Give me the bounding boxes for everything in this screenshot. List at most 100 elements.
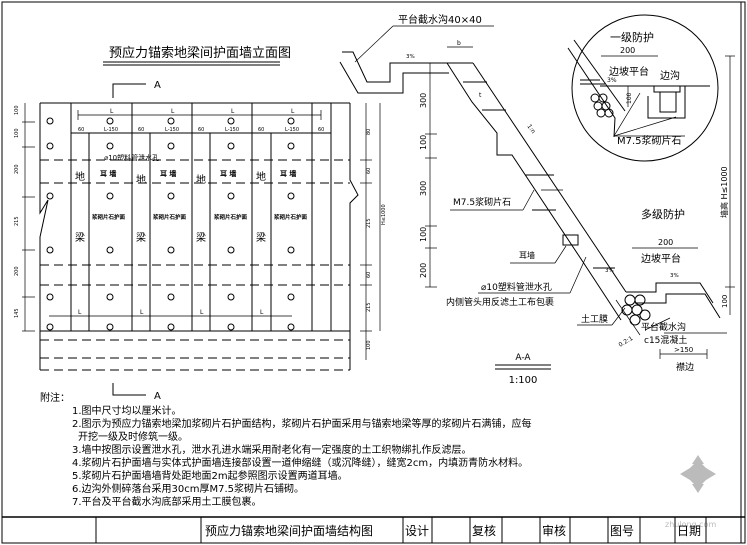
svg-text:300: 300 — [419, 181, 428, 196]
svg-text:地: 地 — [196, 173, 206, 186]
svg-text:t: t — [479, 92, 482, 99]
svg-text:200: 200 — [419, 263, 428, 278]
svg-text:L: L — [200, 309, 204, 316]
svg-text:60: 60 — [318, 127, 324, 133]
svg-text:耳 墙: 耳 墙 — [160, 169, 176, 178]
note-item: 2.图示为预应力锚索地梁加浆砌片石护面结构，浆砌片石护面采用与锚索地梁等厚的浆砌… — [72, 419, 532, 430]
section-title: A-A — [515, 353, 531, 363]
wall-left-edge — [39, 103, 49, 331]
svg-text:L-150: L-150 — [285, 127, 299, 133]
svg-text:L: L — [171, 108, 175, 115]
drawing-number-label: 图号 — [610, 524, 635, 538]
svg-text:L: L — [291, 108, 295, 115]
svg-text:边坡平台: 边坡平台 — [641, 252, 681, 265]
svg-text:浆砌片石护面: 浆砌片石护面 — [91, 213, 126, 221]
note-item: 4.浆砌片石护面墙与实体式护面墙连接部设置一道伸缩缝（或沉降缝），缝宽2cm，内… — [72, 458, 529, 469]
svg-text:>150: >150 — [674, 346, 693, 354]
svg-text:土工膜: 土工膜 — [581, 313, 608, 325]
drain-pipe-label-section: ⌀10塑料管泄水孔 — [481, 281, 552, 293]
section-marker-top — [112, 83, 146, 98]
svg-text:浆砌片石护面: 浆砌片石护面 — [152, 213, 187, 221]
svg-text:3%: 3% — [406, 54, 415, 60]
detail-circle: 一级防护 200 边坡平台 边沟 3% 100 M7.5浆砌片石 — [567, 14, 719, 162]
section-marker-bottom-label: A — [154, 391, 161, 402]
svg-text:200: 200 — [658, 238, 673, 247]
elevation-view: 预应力锚索地梁间护面墙立面图 A A — [14, 45, 387, 402]
svg-text:耳 墙: 耳 墙 — [220, 169, 236, 178]
svg-text:L-150: L-150 — [225, 127, 239, 133]
notes-heading: 附注： — [40, 393, 70, 404]
slope-inner — [446, 62, 584, 263]
svg-text:梁: 梁 — [75, 231, 85, 244]
svg-text:100: 100 — [419, 135, 428, 150]
svg-text:215: 215 — [14, 216, 20, 226]
detail-mortar-label: M7.5浆砌片石 — [617, 134, 682, 147]
svg-text:L: L — [140, 309, 144, 316]
svg-text:200: 200 — [14, 266, 20, 276]
watermark-text: zhulong.com — [665, 520, 716, 529]
svg-text:3%: 3% — [607, 77, 617, 84]
svg-text:100: 100 — [14, 105, 20, 115]
svg-text:145: 145 — [14, 308, 20, 318]
svg-text:浆砌片石护面: 浆砌片石护面 — [273, 213, 308, 221]
watermark-logo — [680, 455, 716, 493]
svg-text:60: 60 — [198, 127, 204, 133]
svg-text:地: 地 — [136, 173, 146, 186]
approve-label: 审核 — [542, 524, 567, 538]
svg-text:地: 地 — [75, 170, 85, 183]
svg-text:梁: 梁 — [196, 231, 206, 244]
svg-text:L-150: L-150 — [165, 127, 179, 133]
note-item: 开挖一级及时修筑一级。 — [78, 432, 188, 443]
section-scale: 1:100 — [509, 375, 538, 386]
title-block — [2, 516, 745, 543]
svg-text:300: 300 — [419, 93, 428, 108]
review-label: 复核 — [472, 524, 497, 538]
svg-text:一级防护: 一级防护 — [610, 30, 654, 44]
svg-text:L: L — [231, 108, 235, 115]
design-label: 设计 — [405, 524, 430, 538]
wall-height-label: 墙高 H≤1000 — [719, 166, 729, 218]
svg-text:60: 60 — [366, 272, 372, 278]
svg-text:3%: 3% — [605, 268, 614, 274]
svg-text:平台截水沟: 平台截水沟 — [641, 321, 686, 333]
svg-text:L: L — [78, 309, 82, 316]
svg-text:L: L — [110, 108, 114, 115]
svg-text:襟边: 襟边 — [676, 361, 694, 373]
svg-text:内侧管头用反滤土工布包裹: 内侧管头用反滤土工布包裹 — [446, 296, 554, 308]
wall-right-edge — [349, 103, 359, 331]
svg-text:c15混凝土: c15混凝土 — [644, 334, 687, 346]
drain-holes — [46, 117, 295, 331]
svg-text:耳墙: 耳墙 — [519, 250, 535, 260]
svg-text:100: 100 — [14, 128, 20, 138]
gabion-pipes — [621, 294, 651, 326]
elevation-title: 预应力锚索地梁间护面墙立面图 — [109, 45, 291, 61]
note-item: 3.墙中按图示设置泄水孔，泄水孔进水端采用耐老化有一定强度的土工织物绑扎作反滤层… — [72, 445, 472, 456]
svg-text:L-150: L-150 — [104, 127, 118, 133]
svg-text:H≤1000: H≤1000 — [381, 204, 387, 225]
section-marker-top-label: A — [154, 80, 161, 91]
date-label: 日期 — [677, 524, 702, 538]
svg-text:梁: 梁 — [136, 231, 146, 244]
svg-text:60: 60 — [258, 127, 264, 133]
slope-outer — [472, 62, 601, 254]
svg-text:边坡平台: 边坡平台 — [609, 65, 649, 78]
note-item: 5.浆砌片石护面墙墙背处距地面2m起参照图示设置两道耳墙。 — [72, 471, 348, 482]
svg-text:215: 215 — [366, 218, 372, 228]
svg-text:60: 60 — [138, 127, 144, 133]
section-view: 平台截水沟40×40 3% b t 1:n 300 100 300 100 20… — [339, 13, 735, 386]
detail-gabion — [590, 93, 614, 118]
section-marker-bottom — [112, 383, 146, 396]
mortar-stone-label: M7.5浆砌片石 — [453, 196, 511, 208]
drain-pipe-label: ⌀10塑料管泄水孔 — [104, 153, 159, 162]
svg-text:200: 200 — [620, 46, 635, 55]
note-item: 1.图中尺寸均以厘米计。 — [72, 406, 182, 417]
svg-text:3%: 3% — [670, 273, 679, 279]
svg-text:100: 100 — [721, 295, 729, 308]
svg-text:0.2:1: 0.2:1 — [618, 335, 635, 349]
top-ditch-label: 平台截水沟40×40 — [398, 13, 482, 26]
svg-text:多级防护: 多级防护 — [641, 207, 685, 221]
svg-text:耳 墙: 耳 墙 — [280, 169, 296, 178]
svg-text:浆砌片石护面: 浆砌片石护面 — [213, 213, 248, 221]
